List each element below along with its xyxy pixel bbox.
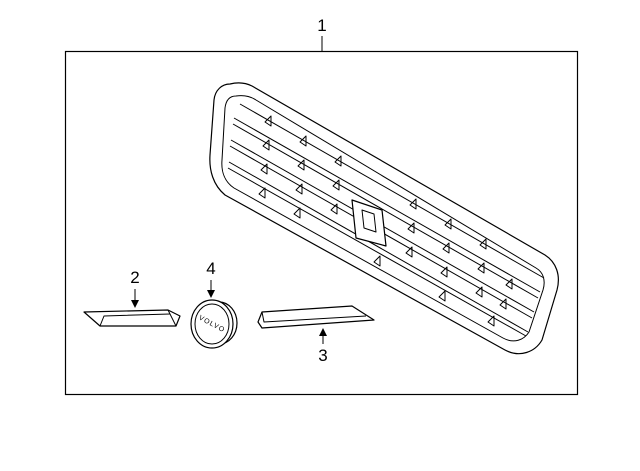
grille-fin xyxy=(262,139,270,151)
callout-2-label: 2 xyxy=(130,268,139,287)
emblem: VOLVO xyxy=(190,299,238,349)
grille-fin xyxy=(438,290,446,302)
callout-4-arrow xyxy=(207,290,215,298)
grille-fin xyxy=(334,155,342,167)
grille-outer-frame xyxy=(209,82,559,355)
grille-fin xyxy=(409,198,417,210)
callout-2[interactable]: 2 xyxy=(130,268,140,308)
emblem-ring xyxy=(194,303,230,345)
callout-3[interactable]: 3 xyxy=(318,328,328,365)
callout-2-arrow xyxy=(131,300,139,308)
emblem-face xyxy=(190,299,234,349)
grille-fin xyxy=(440,266,448,278)
left-molding xyxy=(83,309,181,327)
grille-fin xyxy=(293,207,301,219)
callout-1-label: 1 xyxy=(317,16,326,35)
callout-1[interactable]: 1 xyxy=(317,16,327,51)
emblem-mount-inner xyxy=(361,209,377,233)
grille-fin xyxy=(444,218,452,230)
grille-fin xyxy=(477,262,485,274)
grille-fin xyxy=(260,163,268,175)
grille-slat xyxy=(232,123,539,299)
grille-inner-frame xyxy=(221,95,545,342)
grille-fin xyxy=(295,183,303,195)
right-molding xyxy=(257,305,375,329)
grille-fin xyxy=(479,238,487,250)
grille-fin xyxy=(405,246,413,258)
callout-4-label: 4 xyxy=(206,259,215,278)
callout-3-arrow xyxy=(319,328,327,336)
callout-3-label: 3 xyxy=(318,346,327,365)
grille-fin xyxy=(258,187,266,199)
left-molding-edge xyxy=(99,313,171,327)
grille-slat xyxy=(239,103,545,279)
emblem-mount-outer xyxy=(351,199,387,247)
grille-fin xyxy=(332,179,340,191)
grille-emblem-mount xyxy=(351,199,387,247)
grille-fin xyxy=(475,286,483,298)
left-molding-body xyxy=(83,309,181,327)
grille-slat xyxy=(227,167,527,337)
grille-fin xyxy=(499,298,507,310)
right-molding-edge xyxy=(261,311,367,323)
right-molding-body xyxy=(257,305,375,329)
grille-fin xyxy=(299,135,307,147)
grille-slat xyxy=(233,117,541,293)
grille-fin xyxy=(330,203,338,215)
grille-fin xyxy=(373,255,381,267)
grille-fin xyxy=(442,242,450,254)
grille-fin xyxy=(487,315,495,327)
diagram-frame xyxy=(64,50,579,396)
left-molding-end xyxy=(167,309,177,327)
grille-fin xyxy=(264,115,272,127)
grille-fin xyxy=(407,222,415,234)
grille-slat xyxy=(228,161,529,333)
grille-fin xyxy=(297,159,305,171)
grille-fins xyxy=(258,115,513,327)
callout-4[interactable]: 4 xyxy=(206,259,216,298)
grille-fin xyxy=(505,278,513,290)
grille-assembly xyxy=(209,82,559,355)
